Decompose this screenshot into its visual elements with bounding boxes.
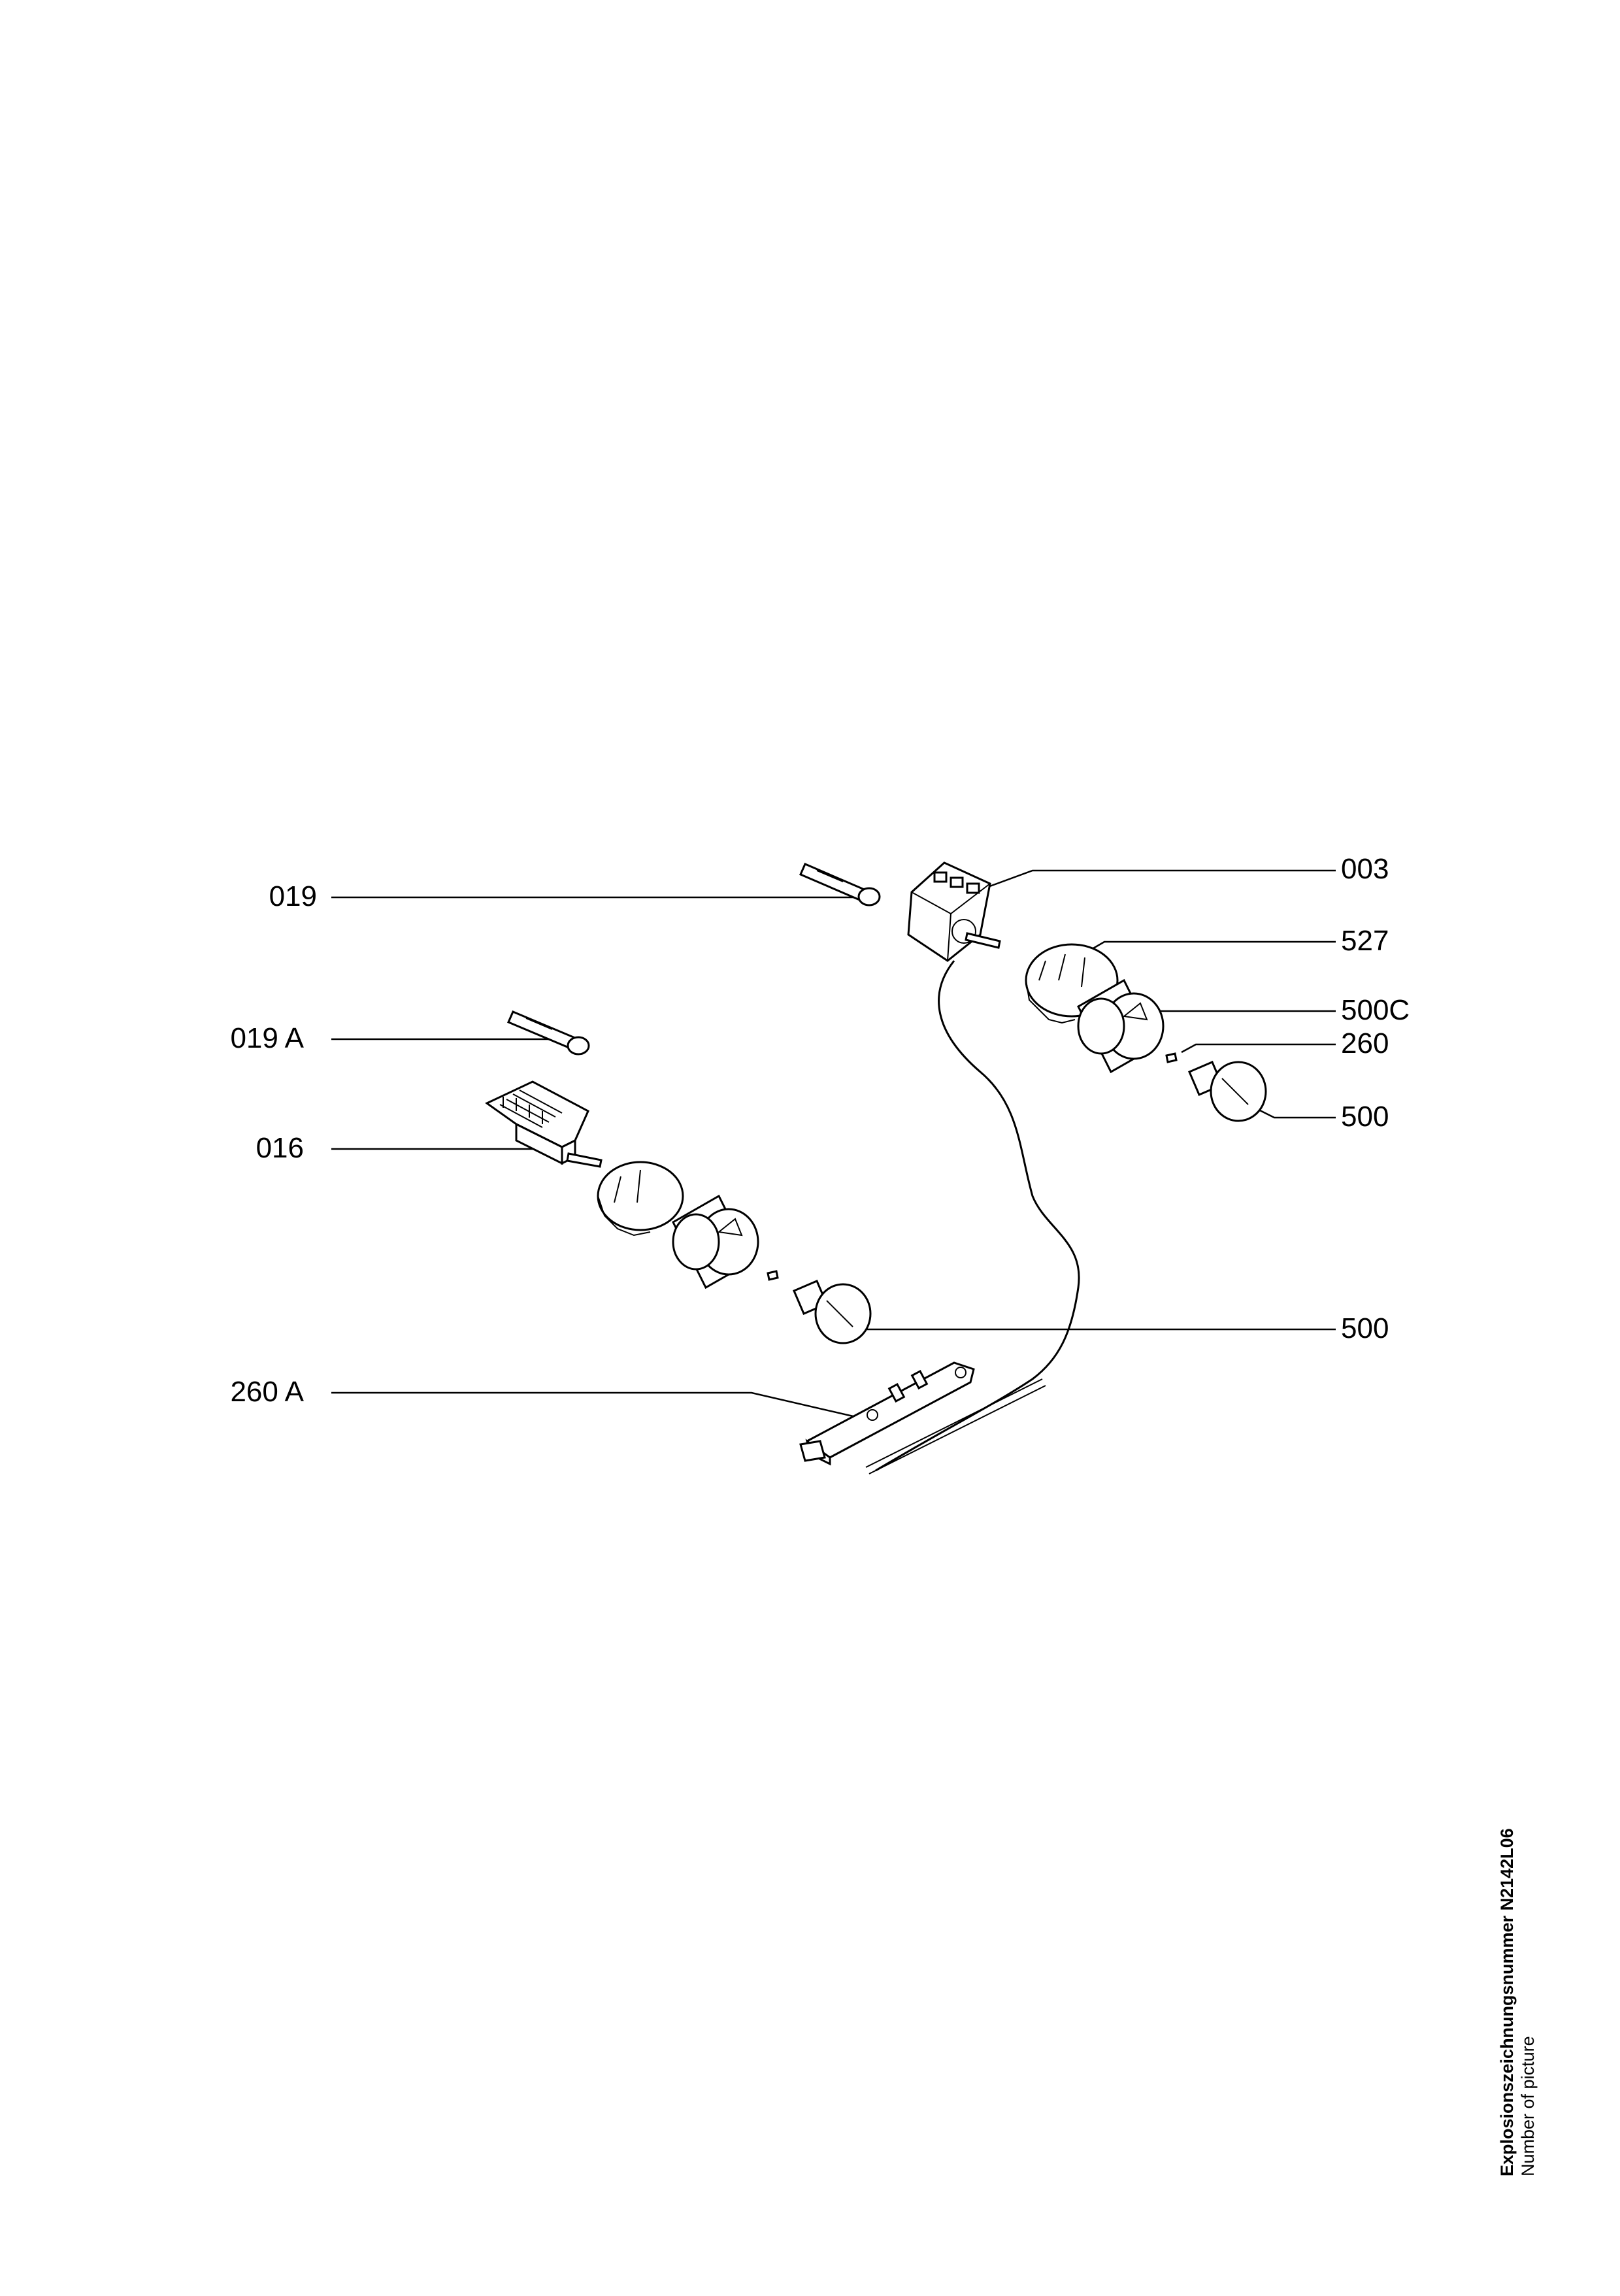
thermostat-003-icon [907, 861, 1001, 962]
indicator-lamp-019a-icon [507, 1010, 590, 1056]
part-label-500c: 500C [1341, 994, 1410, 1026]
caption-subtitle: Number of picture [1518, 2036, 1538, 2176]
part-label-500-lower: 500 [1341, 1312, 1389, 1344]
spring-260-icon [1165, 1052, 1178, 1063]
caption-title: Explosionszeichnungsnummer N2142L06 [1497, 1828, 1517, 2176]
picture-number-caption: Explosionszeichnungsnummer N2142L06 Numb… [1496, 1828, 1539, 2176]
part-label-019a: 019 A [230, 1022, 304, 1054]
part-label-260a: 260 A [230, 1376, 304, 1408]
leader-lines [331, 869, 1336, 1418]
bracket-260a-icon [799, 1361, 975, 1466]
leader-260a [331, 1391, 857, 1418]
part-label-500-upper: 500 [1341, 1101, 1389, 1133]
knob-sleeve-500c-icon [1077, 978, 1165, 1074]
knob-500-upper-icon [1188, 1061, 1267, 1122]
knob-ring-lower-icon [597, 1161, 684, 1237]
leader-003 [973, 869, 1336, 893]
selector-switch-016-icon [485, 1080, 603, 1168]
capillary-wire-icon [875, 960, 1080, 1472]
sensor-rod-icon [865, 1378, 1046, 1474]
spring-lower-icon [767, 1270, 779, 1281]
part-label-016: 016 [256, 1132, 304, 1164]
knob-500-lower-icon [793, 1280, 872, 1344]
part-label-003: 003 [1341, 853, 1389, 885]
part-label-527: 527 [1341, 925, 1389, 957]
leader-260 [1181, 1043, 1336, 1054]
part-label-260: 260 [1341, 1027, 1389, 1059]
leader-527 [1071, 940, 1336, 962]
part-label-019: 019 [269, 880, 317, 912]
indicator-lamp-019-icon [799, 863, 881, 907]
knob-sleeve-lower-icon [672, 1194, 759, 1289]
